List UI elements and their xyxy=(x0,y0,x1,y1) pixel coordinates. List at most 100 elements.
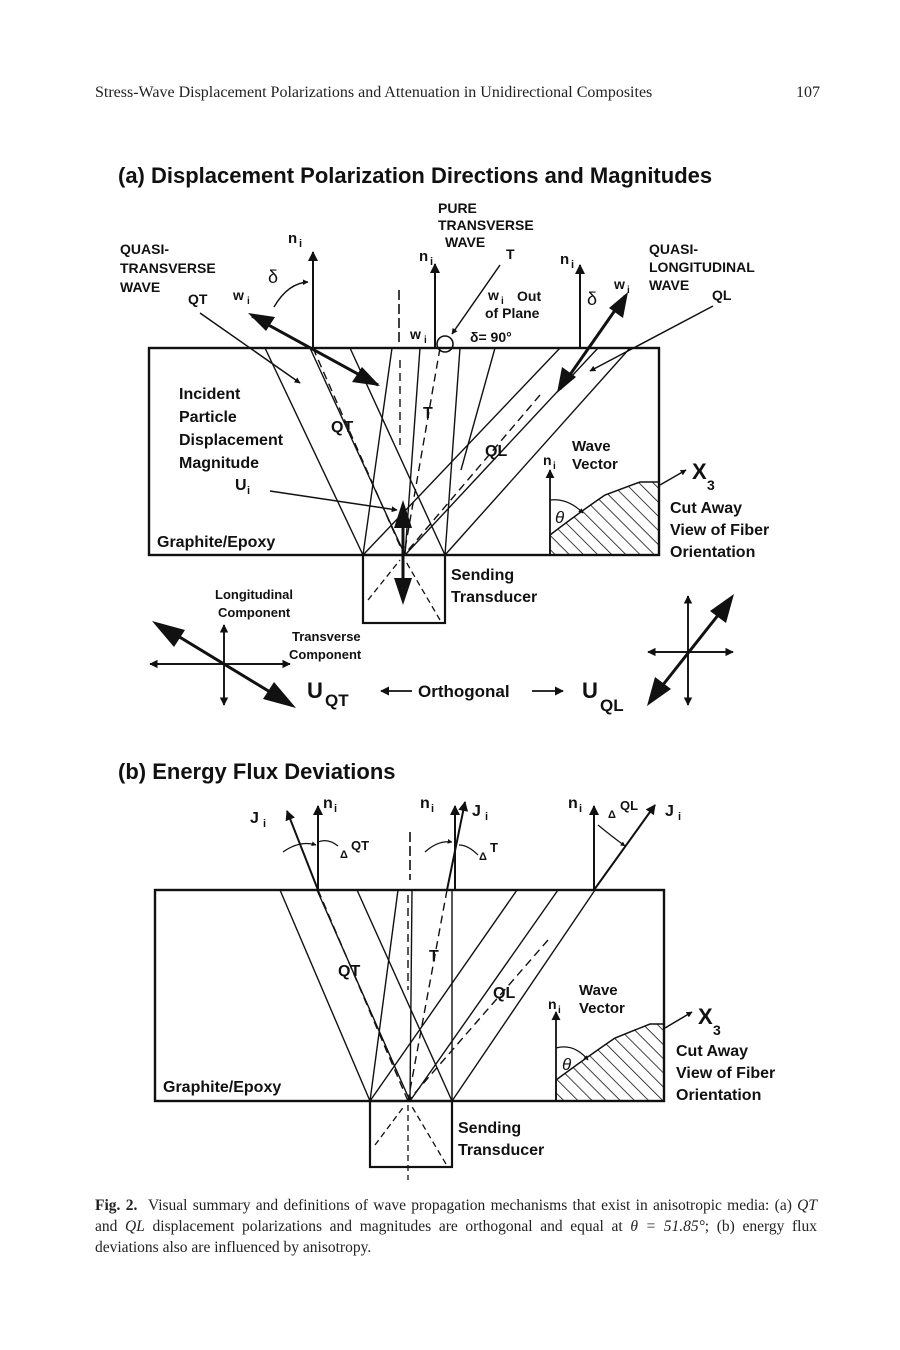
svg-text:n: n xyxy=(323,795,333,812)
svg-text:3: 3 xyxy=(707,477,715,493)
svg-text:QL: QL xyxy=(600,696,624,715)
svg-text:T: T xyxy=(429,948,439,965)
svg-text:J: J xyxy=(472,803,481,820)
svg-text:View of Fiber: View of Fiber xyxy=(676,1065,775,1082)
svg-text:i: i xyxy=(501,296,504,307)
svg-text:QL: QL xyxy=(493,985,515,1002)
svg-text:QT: QT xyxy=(188,291,208,307)
svg-text:View of Fiber: View of Fiber xyxy=(670,522,769,539)
svg-text:θ: θ xyxy=(555,508,565,527)
panel-a: (a) Displacement Polarization Directions… xyxy=(118,163,769,715)
svg-text:T: T xyxy=(506,246,515,262)
svg-text:δ: δ xyxy=(587,289,597,309)
svg-text:T: T xyxy=(490,840,498,855)
ql-arrowhead-up xyxy=(609,292,628,318)
svg-text:QL: QL xyxy=(485,443,507,460)
transducer-b xyxy=(368,1099,454,1169)
deviation-labels-b: Δ QT Δ T Δ QL xyxy=(340,798,638,863)
svg-text:Displacement: Displacement xyxy=(179,432,284,449)
svg-text:Wave: Wave xyxy=(572,438,611,455)
figure-2: (a) Displacement Polarization Directions… xyxy=(118,163,775,1180)
page-number: 107 xyxy=(796,84,820,101)
sending-a: Sending Transducer xyxy=(451,567,537,606)
svg-text:Vector: Vector xyxy=(579,1000,625,1017)
qt-arrowhead-up xyxy=(248,313,275,331)
svg-text:WAVE: WAVE xyxy=(120,279,160,295)
svg-text:Transducer: Transducer xyxy=(451,589,537,606)
svg-text:QT: QT xyxy=(338,963,360,980)
svg-text:Sending: Sending xyxy=(458,1120,521,1137)
svg-text:Longitudinal: Longitudinal xyxy=(215,587,293,602)
svg-text:i: i xyxy=(558,1005,561,1016)
svg-text:Cut Away: Cut Away xyxy=(670,500,742,517)
svg-text:Out: Out xyxy=(517,288,541,304)
svg-text:n: n xyxy=(548,996,557,1012)
beams-b xyxy=(279,889,596,1102)
beams-a xyxy=(264,347,631,556)
ql-wave-label: QUASI- LONGITUDINAL WAVE QL xyxy=(649,241,755,303)
svg-text:QT: QT xyxy=(331,419,353,436)
svg-text:X: X xyxy=(698,1004,713,1029)
material-b: Graphite/Epoxy xyxy=(163,1079,281,1096)
svg-text:i: i xyxy=(431,803,434,815)
svg-text:Component: Component xyxy=(218,605,291,620)
svg-text:Incident: Incident xyxy=(179,386,241,403)
svg-text:i: i xyxy=(678,811,681,823)
svg-text:θ: θ xyxy=(562,1055,572,1074)
incident-label: Incident Particle Displacement Magnitude… xyxy=(179,386,284,497)
svg-text:TRANSVERSE: TRANSVERSE xyxy=(120,260,216,276)
svg-text:3: 3 xyxy=(713,1022,721,1038)
svg-text:i: i xyxy=(334,803,337,815)
orthogonal-label: Orthogonal xyxy=(418,682,510,701)
svg-text:U: U xyxy=(582,678,598,703)
svg-text:X: X xyxy=(692,459,707,484)
svg-text:i: i xyxy=(424,335,427,346)
svg-text:n: n xyxy=(419,248,428,265)
component-labels: Longitudinal Component Transverse Compon… xyxy=(215,587,362,662)
svg-text:Vector: Vector xyxy=(572,456,618,473)
svg-text:QUASI-: QUASI- xyxy=(120,241,169,257)
svg-text:T: T xyxy=(423,405,433,422)
svg-text:QL: QL xyxy=(712,287,732,303)
svg-text:TRANSVERSE: TRANSVERSE xyxy=(438,217,534,233)
svg-text:J: J xyxy=(665,803,674,820)
svg-text:WAVE: WAVE xyxy=(445,234,485,250)
svg-text:Wave: Wave xyxy=(579,982,618,999)
svg-text:J: J xyxy=(250,810,259,827)
svg-text:WAVE: WAVE xyxy=(649,277,689,293)
svg-text:i: i xyxy=(627,285,630,296)
svg-text:Δ: Δ xyxy=(479,851,487,863)
svg-text:Orientation: Orientation xyxy=(670,544,755,561)
svg-text:i: i xyxy=(485,811,488,823)
delta-left: δ xyxy=(268,267,278,287)
running-title: Stress-Wave Displacement Polarizations a… xyxy=(95,84,653,101)
svg-text:i: i xyxy=(571,259,574,271)
figure-caption: Fig. 2. Visual summary and definitions o… xyxy=(95,1197,817,1256)
wi-left: w xyxy=(232,287,244,303)
page-header: Stress-Wave Displacement Polarizations a… xyxy=(95,84,820,106)
svg-text:i: i xyxy=(263,818,266,830)
svg-text:Δ: Δ xyxy=(608,809,616,821)
cut-away-b: Cut Away View of Fiber Orientation xyxy=(676,1043,775,1104)
svg-text:w: w xyxy=(613,276,625,292)
svg-text:Δ: Δ xyxy=(340,849,348,861)
svg-text:Transducer: Transducer xyxy=(458,1142,544,1159)
svg-text:i: i xyxy=(247,485,250,497)
svg-text:i: i xyxy=(247,296,250,307)
svg-text:Transverse: Transverse xyxy=(292,629,361,644)
svg-text:QT: QT xyxy=(351,838,369,853)
panel-a-title: (a) Displacement Polarization Directions… xyxy=(118,163,712,188)
svg-text:i: i xyxy=(430,256,433,268)
svg-text:U: U xyxy=(235,477,247,494)
svg-text:n: n xyxy=(568,795,578,812)
svg-text:Component: Component xyxy=(289,647,362,662)
svg-text:Cut Away: Cut Away xyxy=(676,1043,748,1060)
svg-text:Sending: Sending xyxy=(451,567,514,584)
material-a: Graphite/Epoxy xyxy=(157,534,275,551)
pure-t-wave-label: PURE TRANSVERSE WAVE T xyxy=(438,200,534,262)
svg-text:QUASI-: QUASI- xyxy=(649,241,698,257)
cut-away-a: Cut Away View of Fiber Orientation xyxy=(670,500,769,561)
